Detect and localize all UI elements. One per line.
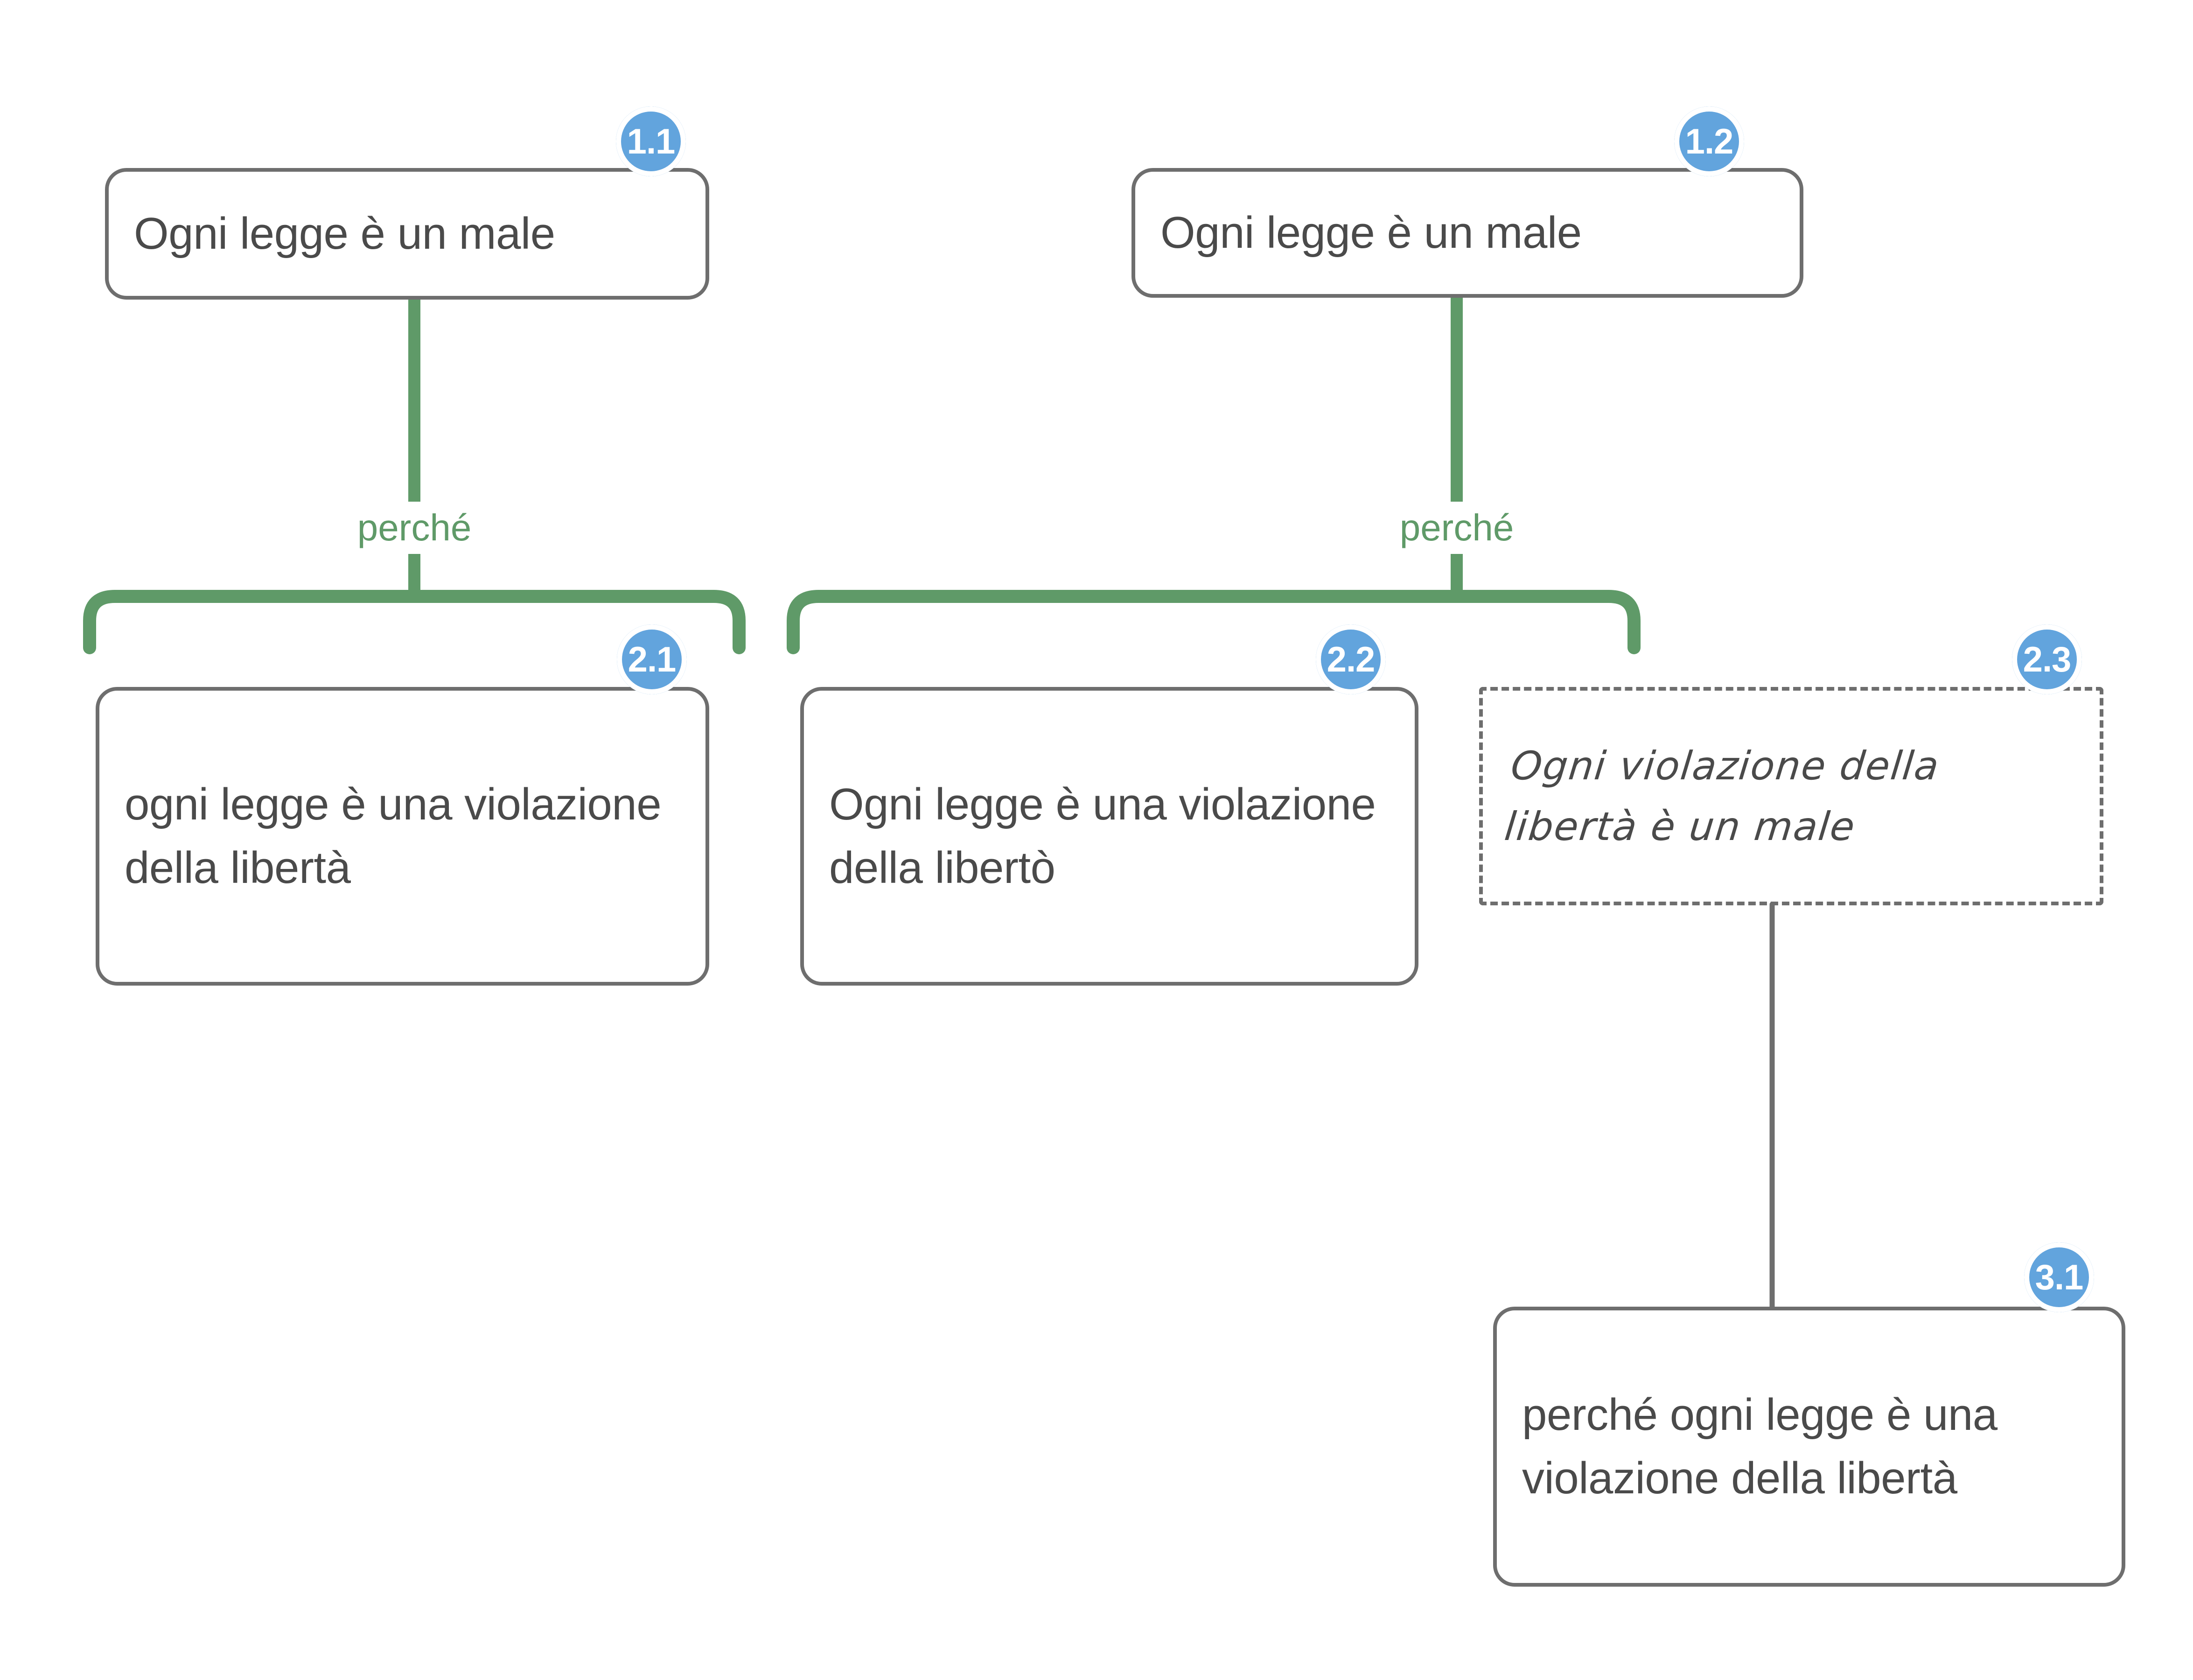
claim-box-1-1[interactable]: Ogni legge è un male (105, 168, 709, 300)
claim-box-3-1[interactable]: perché ogni legge è una violazione della… (1493, 1307, 2125, 1587)
node-badge-2-1[interactable]: 2.1 (617, 624, 687, 694)
edge-label-perche-right: perché (1389, 502, 1524, 554)
edge-label-perche-left: perché (347, 502, 482, 554)
claim-box-2-2[interactable]: Ogni legge è una violazione della libert… (800, 687, 1418, 986)
edge-bar-1-2 (787, 590, 1641, 654)
claim-text-1-2: Ogni legge è un male (1160, 208, 1582, 258)
claim-text-2-1: ogni legge è una violazione della libert… (125, 779, 662, 893)
claim-box-2-3[interactable]: Ogni violazione della libertà è un male (1479, 687, 2103, 905)
claim-text-1-1: Ogni legge è un male (134, 209, 555, 259)
claim-box-1-2[interactable]: Ogni legge è un male (1131, 168, 1803, 298)
claim-text-3-1: perché ogni legge è una violazione della… (1522, 1389, 1997, 1503)
node-badge-2-2[interactable]: 2.2 (1316, 624, 1386, 694)
edge-1-2-to-2-2-2-3 (787, 297, 1641, 654)
node-badge-3-1[interactable]: 3.1 (2024, 1242, 2094, 1312)
node-badge-2-3[interactable]: 2.3 (2012, 624, 2082, 694)
node-badge-1-2[interactable]: 1.2 (1674, 106, 1744, 176)
claim-text-2-3: Ogni violazione della libertà è un male (1502, 742, 1942, 849)
claim-text-2-2: Ogni legge è una violazione della libert… (829, 779, 1376, 893)
claim-box-2-1[interactable]: ogni legge è una violazione della libert… (96, 687, 709, 986)
node-badge-1-1[interactable]: 1.1 (616, 106, 686, 176)
edge-bar-1-1 (83, 590, 746, 654)
edge-1-1-to-2-1 (83, 299, 746, 654)
